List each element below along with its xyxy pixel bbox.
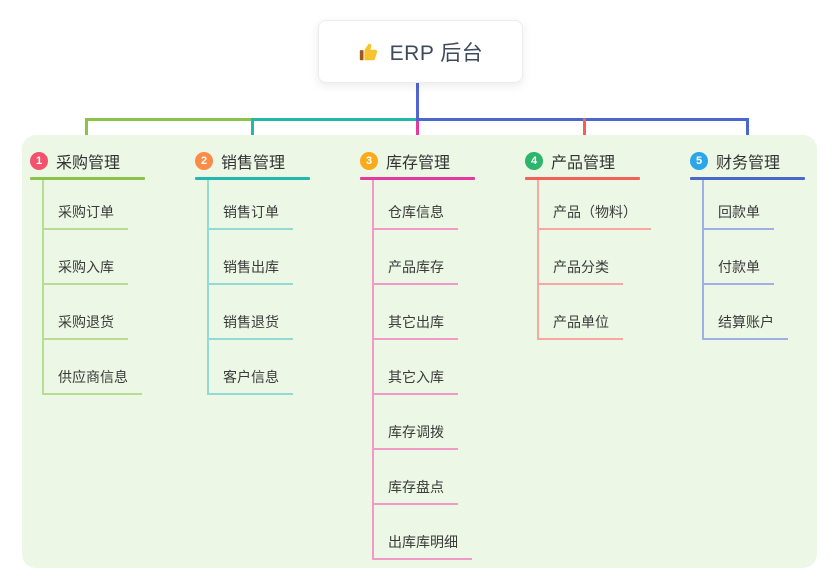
branch-number-badge: 1 (30, 152, 48, 170)
branch-finance: 5 财务管理 回款单 付款单 结算账户 (690, 148, 808, 340)
list-item[interactable]: 采购退货 (42, 285, 128, 340)
list-item[interactable]: 其它出库 (372, 285, 458, 340)
list-item[interactable]: 出库库明细 (372, 505, 472, 560)
list-item[interactable]: 销售退货 (207, 285, 293, 340)
branch-sales: 2 销售管理 销售订单 销售出库 销售退货 客户信息 (195, 148, 313, 395)
item-label: 其它出库 (388, 314, 444, 330)
branch-header[interactable]: 5 财务管理 (690, 148, 808, 174)
item-label: 结算账户 (718, 314, 774, 330)
list-item[interactable]: 客户信息 (207, 340, 293, 395)
branch-title: 库存管理 (386, 155, 451, 172)
connector-branch3-drop (416, 121, 419, 144)
list-item[interactable]: 供应商信息 (42, 340, 142, 395)
branch-number-badge: 3 (360, 152, 378, 170)
list-item[interactable]: 产品库存 (372, 230, 458, 285)
connector-branch2-horizontal (252, 118, 418, 121)
item-label: 产品（物料） (553, 204, 637, 220)
item-label: 供应商信息 (58, 369, 128, 385)
branch-number-badge: 5 (690, 152, 708, 170)
branch-underline (525, 177, 640, 180)
item-label: 库存调拨 (388, 424, 444, 440)
connector-branch1-drop (85, 118, 88, 144)
item-label: 销售出库 (223, 259, 279, 275)
connector-branch5-horizontal (416, 118, 749, 121)
branch-items: 采购订单 采购入库 采购退货 供应商信息 (30, 180, 148, 395)
branch-inventory: 3 库存管理 仓库信息 产品库存 其它出库 其它入库 库存调拨 库存盘点 出库库… (360, 148, 478, 560)
list-item[interactable]: 回款单 (702, 180, 774, 230)
branch-item-connector (372, 180, 374, 560)
item-label: 客户信息 (223, 369, 279, 385)
item-label: 其它入库 (388, 369, 444, 385)
item-label: 产品库存 (388, 259, 444, 275)
branch-header[interactable]: 2 销售管理 (195, 148, 313, 174)
branch-purchase: 1 采购管理 采购订单 采购入库 采购退货 供应商信息 (30, 148, 148, 395)
item-label: 仓库信息 (388, 204, 444, 220)
list-item[interactable]: 产品单位 (537, 285, 623, 340)
list-item[interactable]: 付款单 (702, 230, 774, 285)
branch-underline (360, 177, 475, 180)
branch-underline (690, 177, 805, 180)
branch-title: 产品管理 (551, 155, 616, 172)
branch-items: 销售订单 销售出库 销售退货 客户信息 (195, 180, 313, 395)
list-item[interactable]: 结算账户 (702, 285, 788, 340)
item-label: 出库库明细 (388, 534, 458, 550)
item-label: 库存盘点 (388, 479, 444, 495)
root-node[interactable]: ERP 后台 (318, 20, 523, 83)
branches-panel (22, 135, 817, 568)
branch-title: 财务管理 (716, 155, 781, 172)
list-item[interactable]: 销售订单 (207, 180, 293, 230)
item-label: 销售订单 (223, 204, 279, 220)
branch-item-connector (537, 180, 539, 340)
branch-header[interactable]: 1 采购管理 (30, 148, 148, 174)
branch-title: 采购管理 (56, 155, 121, 172)
item-label: 产品分类 (553, 259, 609, 275)
connector-branch1-horizontal (86, 118, 254, 121)
branch-item-connector (702, 180, 704, 340)
item-label: 采购订单 (58, 204, 114, 220)
list-item[interactable]: 其它入库 (372, 340, 458, 395)
branch-title: 销售管理 (221, 155, 286, 172)
item-label: 付款单 (718, 259, 760, 275)
list-item[interactable]: 销售出库 (207, 230, 293, 285)
item-label: 采购入库 (58, 259, 114, 275)
root-title: ERP 后台 (389, 41, 484, 65)
list-item[interactable]: 库存调拨 (372, 395, 458, 450)
item-label: 产品单位 (553, 314, 609, 330)
branch-product: 4 产品管理 产品（物料） 产品分类 产品单位 (525, 148, 651, 340)
item-label: 销售退货 (223, 314, 279, 330)
branch-underline (195, 177, 310, 180)
list-item[interactable]: 仓库信息 (372, 180, 458, 230)
list-item[interactable]: 采购入库 (42, 230, 128, 285)
thumbs-up-icon (358, 41, 380, 63)
list-item[interactable]: 产品分类 (537, 230, 623, 285)
branch-underline (30, 177, 145, 180)
branch-items: 产品（物料） 产品分类 产品单位 (525, 180, 651, 340)
branch-items: 仓库信息 产品库存 其它出库 其它入库 库存调拨 库存盘点 出库库明细 (360, 180, 478, 560)
connector-branch5-drop (746, 118, 749, 144)
item-label: 回款单 (718, 204, 760, 220)
connector-branch4-drop (583, 118, 586, 144)
list-item[interactable]: 库存盘点 (372, 450, 458, 505)
branch-item-connector (42, 180, 44, 395)
branch-number-badge: 4 (525, 152, 543, 170)
item-label: 采购退货 (58, 314, 114, 330)
branch-header[interactable]: 3 库存管理 (360, 148, 478, 174)
branch-items: 回款单 付款单 结算账户 (690, 180, 808, 340)
connector-branch2-drop (251, 118, 254, 144)
list-item[interactable]: 采购订单 (42, 180, 128, 230)
branch-item-connector (207, 180, 209, 395)
branch-header[interactable]: 4 产品管理 (525, 148, 643, 174)
branch-number-badge: 2 (195, 152, 213, 170)
connector-root-vertical (416, 83, 419, 121)
list-item[interactable]: 产品（物料） (537, 180, 651, 230)
